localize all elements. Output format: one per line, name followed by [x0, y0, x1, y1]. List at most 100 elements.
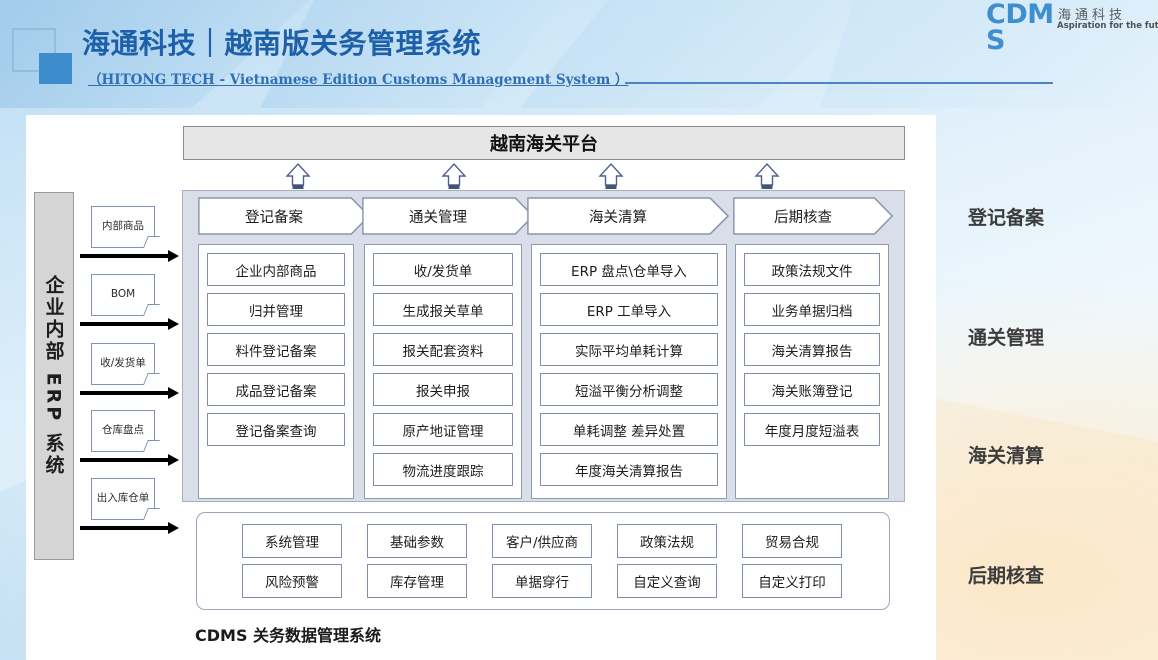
stage-column-4: 政策法规文件业务单据归档海关清算报告海关账簿登记年度月度短溢表 [735, 244, 889, 499]
stage-chevron-label: 后期核查 [774, 209, 832, 226]
stage-chevron-label: 海关清算 [589, 209, 647, 226]
common-module-button[interactable]: 库存管理 [367, 564, 467, 598]
common-module-button[interactable]: 风险预警 [242, 564, 342, 598]
up-arrow-4 [753, 162, 781, 192]
stage-chevron-label: 登记备案 [245, 209, 303, 226]
erp-doc-card[interactable]: BOM [91, 274, 155, 316]
common-module-label: 客户/供应商 [505, 535, 579, 551]
common-module-button[interactable]: 基础参数 [367, 524, 467, 558]
erp-doc-card[interactable]: 收/发货单 [91, 343, 155, 385]
module-item-label: 企业内部商品 [235, 263, 317, 280]
stage-chevron-1[interactable]: 登记备案 [198, 197, 370, 235]
module-item[interactable]: 料件登记备案 [207, 333, 345, 366]
module-item[interactable]: 业务单据归档 [744, 293, 880, 326]
module-item[interactable]: 政策法规文件 [744, 253, 880, 286]
module-item[interactable]: 企业内部商品 [207, 253, 345, 286]
common-module-label: 单据穿行 [515, 575, 569, 591]
module-item[interactable]: 报关申报 [373, 373, 513, 406]
module-item[interactable]: 短溢平衡分析调整 [540, 373, 718, 406]
common-module-label: 自定义打印 [758, 575, 826, 591]
common-module-button[interactable]: 单据穿行 [492, 564, 592, 598]
stage-chevron-label: 通关管理 [409, 209, 467, 226]
module-item[interactable]: 年度海关清算报告 [540, 453, 718, 486]
logo-filled-square [39, 53, 72, 84]
module-item[interactable]: ERP 盘点\仓单导入 [540, 253, 718, 286]
module-item-label: 短溢平衡分析调整 [575, 383, 683, 400]
common-module-label: 风险预警 [265, 575, 319, 591]
stage-chevron-4[interactable]: 后期核查 [733, 197, 893, 235]
module-item-label: 年度月度短溢表 [764, 423, 860, 440]
module-item[interactable]: 实际平均单耗计算 [540, 333, 718, 366]
stage-column-1: 企业内部商品归并管理料件登记备案成品登记备案登记备案查询 [198, 244, 354, 499]
module-item-label: 成品登记备案 [235, 383, 317, 400]
erp-doc-label: 仓库盘点 [102, 424, 144, 437]
module-item-label: 收/发货单 [413, 263, 473, 280]
module-item[interactable]: 原产地证管理 [373, 413, 513, 446]
erp-doc-label: 收/发货单 [100, 357, 146, 370]
module-item-label: ERP 盘点\仓单导入 [571, 263, 687, 280]
module-item[interactable]: 登记备案查询 [207, 413, 345, 446]
module-item-label: 料件登记备案 [235, 343, 317, 360]
module-item-label: 海关清算报告 [771, 343, 853, 360]
module-item[interactable]: 收/发货单 [373, 253, 513, 286]
system-footer-label: CDMS 关务数据管理系统 [195, 626, 382, 645]
side-label-2: 通关管理 [968, 327, 1045, 349]
stage-column-3: ERP 盘点\仓单导入 ERP 工单导入实际平均单耗计算短溢平衡分析调整单耗调整 … [531, 244, 727, 499]
module-item-label: 单耗调整 差异处置 [572, 423, 686, 440]
common-module-button[interactable]: 客户/供应商 [492, 524, 592, 558]
erp-doc-card[interactable]: 出入库仓单 [91, 478, 155, 520]
module-item[interactable]: 单耗调整 差异处置 [540, 413, 718, 446]
erp-doc-label: BOM [110, 288, 136, 301]
module-item-label: 报关配套资料 [402, 343, 484, 360]
common-module-label: 政策法规 [640, 535, 694, 551]
common-module-button[interactable]: 系统管理 [242, 524, 342, 558]
up-arrow-2 [440, 162, 468, 192]
module-item[interactable]: 成品登记备案 [207, 373, 345, 406]
common-module-button[interactable]: 贸易合规 [742, 524, 842, 558]
side-label-3: 海关清算 [968, 445, 1045, 467]
erp-doc-card[interactable]: 仓库盘点 [91, 410, 155, 452]
module-item-label: 生成报关草单 [402, 303, 484, 320]
erp-doc-card[interactable]: 内部商品 [91, 206, 155, 248]
common-module-button[interactable]: 政策法规 [617, 524, 717, 558]
page-title: 海通科技｜越南版关务管理系统 [82, 27, 482, 60]
common-module-label: 贸易合规 [765, 535, 819, 551]
module-item-label: 政策法规文件 [771, 263, 853, 280]
module-item-label: 实际平均单耗计算 [575, 343, 683, 360]
stage-chevron-3[interactable]: 海关清算 [527, 197, 729, 235]
erp-doc-label: 出入库仓单 [96, 492, 150, 505]
module-item-label: 报关申报 [416, 383, 470, 400]
platform-bar-label: 越南海关平台 [490, 134, 598, 155]
erp-doc-label: 内部商品 [102, 220, 144, 233]
logo-outline-square [12, 28, 56, 72]
module-item[interactable]: 海关账簿登记 [744, 373, 880, 406]
side-label-4: 后期核查 [968, 565, 1045, 587]
module-item[interactable]: 生成报关草单 [373, 293, 513, 326]
module-item-label: 登记备案查询 [235, 423, 317, 440]
module-item[interactable]: 年度月度短溢表 [744, 413, 880, 446]
stage-chevron-2[interactable]: 通关管理 [362, 197, 534, 235]
module-item[interactable]: 归并管理 [207, 293, 345, 326]
common-module-button[interactable]: 自定义打印 [742, 564, 842, 598]
module-item-label: ERP 工单导入 [586, 303, 672, 320]
module-item[interactable]: 物流进度跟踪 [373, 453, 513, 486]
module-item-label: 年度海关清算报告 [575, 463, 683, 480]
common-module-label: 系统管理 [265, 535, 319, 551]
brand-tagline: Aspiration for the future [1057, 21, 1158, 31]
up-arrow-1 [284, 162, 312, 192]
header-divider [625, 82, 1053, 84]
module-item-label: 业务单据归档 [771, 303, 853, 320]
header-facet-3 [520, 0, 860, 108]
up-arrow-3 [597, 162, 625, 192]
brand-name-cn: 海通科技 [1058, 8, 1127, 23]
module-item[interactable]: 海关清算报告 [744, 333, 880, 366]
module-item-label: 海关账簿登记 [771, 383, 853, 400]
erp-system-label: 企业内部 ERP 系统 [42, 275, 65, 477]
erp-system-bar: 企业内部 ERP 系统 [34, 192, 74, 560]
module-item[interactable]: ERP 工单导入 [540, 293, 718, 326]
common-module-button[interactable]: 自定义查询 [617, 564, 717, 598]
brand-logo-cdms: CDMS [986, 0, 1054, 56]
module-item[interactable]: 报关配套资料 [373, 333, 513, 366]
module-item-label: 物流进度跟踪 [402, 463, 484, 480]
logo-mark [12, 28, 74, 84]
